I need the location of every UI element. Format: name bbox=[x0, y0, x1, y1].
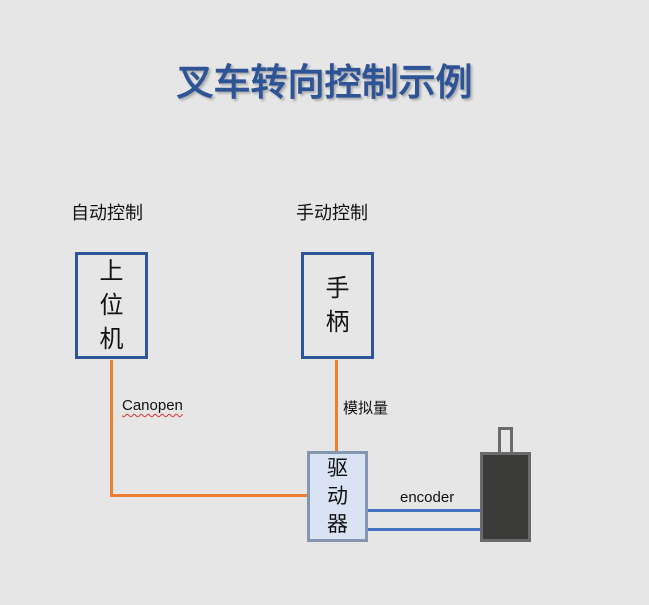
upper-computer-label: 上 位 机 bbox=[99, 257, 124, 353]
handle-box: 手 柄 bbox=[301, 252, 374, 359]
analog-signal-label: 模拟量 bbox=[343, 400, 389, 417]
driver-box: 驱 动 器 bbox=[307, 451, 368, 542]
handle-label: 手 柄 bbox=[325, 274, 350, 336]
analog-connector-vertical bbox=[335, 360, 338, 451]
motor-shaft-shape bbox=[498, 427, 513, 455]
label-auto-control: 自动控制 bbox=[71, 203, 143, 223]
driver-label: 驱 动 器 bbox=[327, 456, 348, 536]
upper-computer-box: 上 位 机 bbox=[75, 252, 148, 359]
motor-body-shape bbox=[480, 452, 531, 542]
diagram-title: 叉车转向控制示例 bbox=[176, 62, 473, 103]
encoder-wire-bottom bbox=[368, 528, 480, 531]
canopen-connector-horizontal bbox=[110, 494, 307, 497]
encoder-wire-top bbox=[368, 509, 480, 512]
canopen-connector-vertical bbox=[110, 360, 113, 497]
encoder-label: encoder bbox=[400, 489, 455, 506]
label-manual-control: 手动控制 bbox=[296, 203, 368, 223]
canopen-label: Canopen bbox=[122, 397, 183, 414]
